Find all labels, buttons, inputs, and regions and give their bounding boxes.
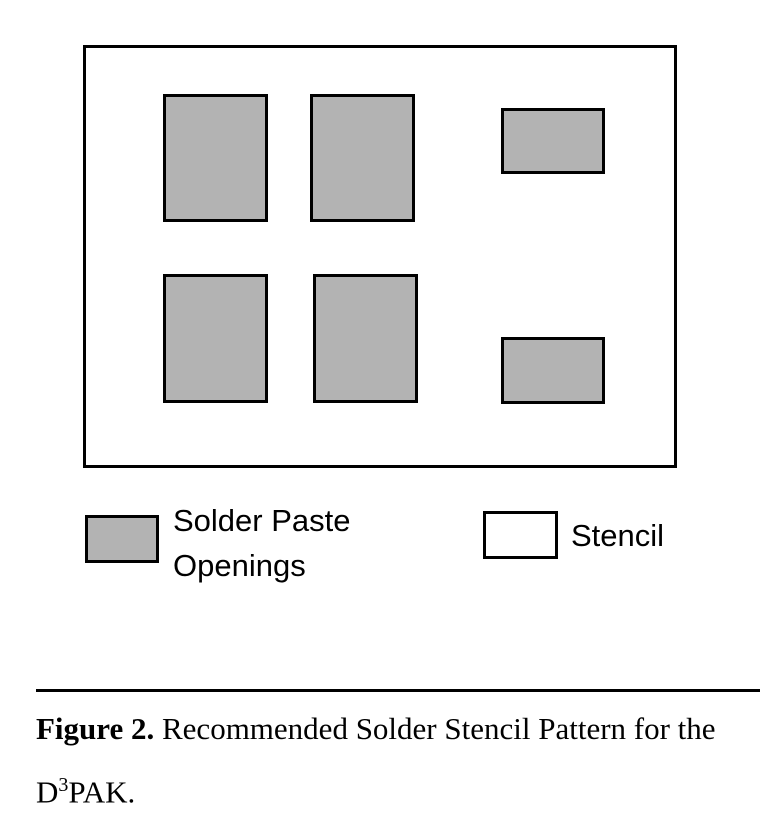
caption-text: Recommended Solder Stencil Pattern for t… [36, 711, 716, 810]
paste-opening-bottom-left [163, 274, 268, 403]
paste-opening-top-middle [310, 94, 415, 222]
legend-paste-label: Solder Paste Openings [173, 498, 351, 588]
paste-opening-top-left [163, 94, 268, 222]
caption-divider [36, 689, 760, 692]
caption-text-end: PAK. [68, 774, 136, 810]
legend-stencil-swatch [483, 511, 558, 559]
paste-opening-bottom-right [501, 337, 605, 404]
figure-caption: Figure 2. Recommended Solder Stencil Pat… [36, 700, 776, 820]
legend-paste-line1: Solder Paste [173, 503, 351, 538]
caption-label: Figure 2. [36, 711, 155, 746]
caption-superscript: 3 [58, 774, 69, 796]
legend-stencil-label: Stencil [571, 518, 665, 553]
paste-opening-top-right [501, 108, 605, 174]
paste-opening-bottom-middle [313, 274, 418, 403]
legend-paste-line2: Openings [173, 548, 306, 583]
legend-paste-swatch [85, 515, 159, 563]
